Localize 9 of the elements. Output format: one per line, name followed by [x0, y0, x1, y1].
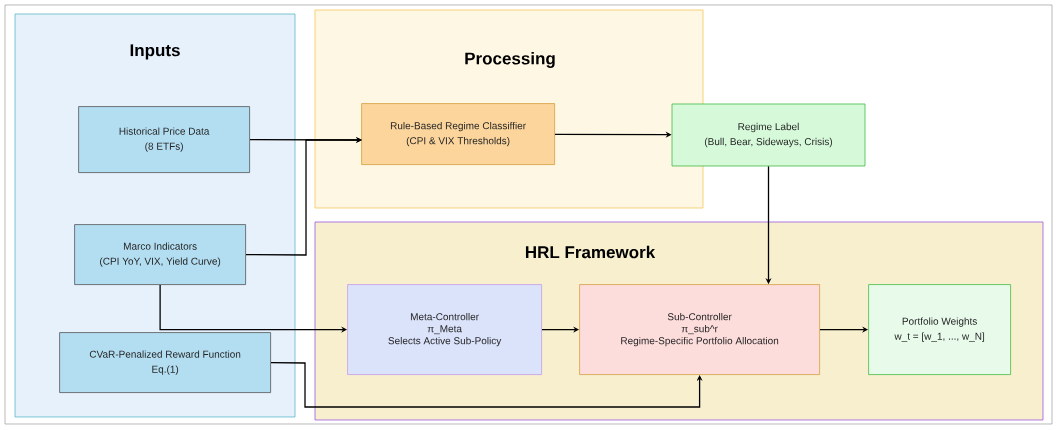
process-box: Sub-Controller π_sub^r Regime-Specific Portfolio Allocation — [579, 284, 820, 375]
arrow — [245, 136, 362, 256]
process-box: Portfolio Weights w_t = [w_1, ..., w_N] — [868, 284, 1011, 375]
process-box: Historical Price Data (8 ETFs) — [78, 106, 250, 173]
process-box: Marco Indicators (CPI YoY, VIX, Yield Curve) — [74, 224, 246, 285]
process-box: Meta-Controller π_Meta Selects Active Sub-Policy — [347, 284, 542, 375]
process-box: Rule-Based Regime Classiffier (CPI & VIX Thresholds) — [361, 103, 555, 165]
process-box: Regime Label (Bull, Bear, Sideways, Crisis) — [671, 103, 866, 167]
process-box: CVaR-Penalized Reward Function Eq.(1) — [59, 332, 271, 393]
